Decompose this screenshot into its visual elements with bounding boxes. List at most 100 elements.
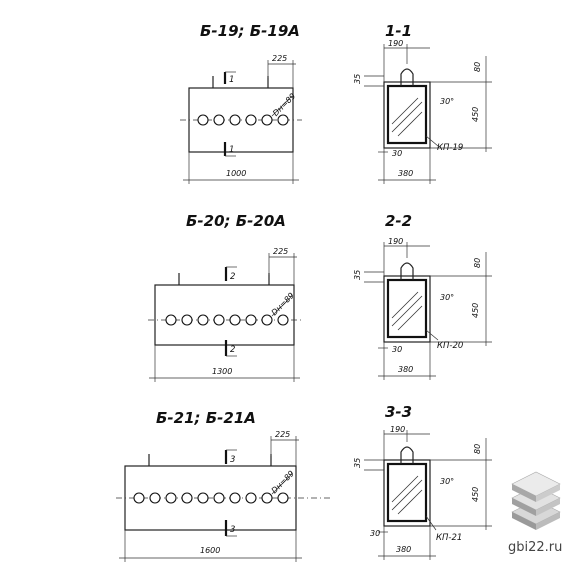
lifting-loop [400,446,414,464]
pipe-hole [229,492,241,504]
pipe-hole [277,492,289,504]
pipe-leader [271,95,293,117]
pipe-hole [277,114,289,126]
section-title: 3-3 [385,403,412,421]
section-outline [383,275,431,343]
frame-label: КП-20 [437,341,463,351]
section-mark-top: 2 [230,272,235,282]
pipe-hole [165,492,177,504]
pipe-hole [229,114,241,126]
angle-label: 30° [440,477,454,486]
frame-leader [425,135,439,147]
hatch-line [391,97,419,125]
pipe-hole [197,314,209,326]
width-label: 380 [398,365,413,374]
frame-leader [425,515,437,531]
hole-row [197,114,289,126]
pipe-hole [261,114,273,126]
hatch-line [397,111,423,137]
hatch-line [397,489,423,515]
pipe-leader [271,473,293,495]
section-1-1: 1-1 190 35 80 450 30° КП-19 30 380 [353,22,492,184]
lifting-loop [400,68,414,86]
pipe-leader [271,295,293,317]
section-title: 2-2 [385,212,412,230]
frame-leader [425,329,439,341]
reinforcement-cage [386,462,428,523]
section-mark-top: 3 [230,455,235,465]
cover-label: 30 [392,345,402,354]
corner-label: 80 [473,444,482,454]
offset-label: 225 [275,430,290,439]
offset-label: 225 [272,54,287,63]
width-label: 380 [396,545,411,554]
hole-row [133,492,289,504]
elevation-title: Б-19; Б-19А [200,22,300,40]
elevation-b21: Б-21; Б-21А 3 3 225 Dн=89 [116,409,330,562]
pipe-hole [213,114,225,126]
reinforcement-cage [386,278,428,339]
frame-label: КП-19 [437,143,463,153]
section-mark-bottom: 1 [229,145,234,155]
watermark: gbi22.ru [508,471,562,555]
pipe-hole [261,492,273,504]
section-title: 1-1 [385,22,412,40]
pipe-hole [197,492,209,504]
side-label: 35 [353,458,362,468]
hatch-line [391,101,423,133]
width-label: 380 [398,169,413,178]
section-outline [383,81,431,149]
pipe-label: Dн=89 [270,469,296,495]
lifting-loop [400,262,414,280]
pipe-hole [245,492,257,504]
pipe-hole [229,314,241,326]
length-label: 1600 [200,546,220,555]
pipe-hole [213,314,225,326]
section-mark-top: 1 [229,75,234,85]
pipe-hole [213,492,225,504]
section-mark-bottom: 3 [230,525,235,535]
cover-label: 30 [370,529,380,538]
pipe-hole [245,114,257,126]
side-label: 35 [353,74,362,84]
pipe-hole [245,314,257,326]
corner-label: 80 [473,62,482,72]
pipe-hole [181,492,193,504]
hatch-line [397,305,423,331]
pipe-hole [165,314,177,326]
hole-row [165,314,289,326]
corner-label: 80 [473,258,482,268]
height-label: 450 [471,107,480,122]
pipe-hole [197,114,209,126]
pipe-label: Dн=89 [270,291,296,317]
height-label: 450 [471,303,480,318]
elevation-b20: Б-20; Б-20А 2 2 225 Dн=89 1300 [148,212,302,382]
stacked-slabs-icon [511,471,561,530]
section-3-3: 3-3 190 35 80 450 30° КП-21 30 380 [353,403,492,560]
angle-label: 30° [440,97,454,106]
cover-label: 30 [392,149,402,158]
pipe-hole [149,492,161,504]
length-label: 1300 [212,367,232,376]
elevation-title: Б-20; Б-20А [186,212,286,230]
elevation-b19: Б-19; Б-19А 1 1 225 Dн=89 1000 [180,22,302,184]
length-label: 1000 [226,169,246,178]
pipe-hole [277,314,289,326]
height-label: 450 [471,487,480,502]
section-2-2: 2-2 190 35 80 450 30° КП-20 30 380 [353,212,492,380]
offset-label: 225 [273,247,288,256]
hatch-line [391,479,423,511]
watermark-text: gbi22.ru [508,540,562,555]
hatch-line [391,475,419,503]
hatch-line [391,295,423,327]
pipe-hole [181,314,193,326]
elevation-title: Б-21; Б-21А [156,409,256,427]
pipe-hole [133,492,145,504]
beam-outline [154,284,295,346]
frame-label: КП-21 [436,533,462,543]
section-outline [383,459,431,527]
pipe-hole [261,314,273,326]
angle-label: 30° [440,293,454,302]
section-mark-bottom: 2 [230,345,235,355]
